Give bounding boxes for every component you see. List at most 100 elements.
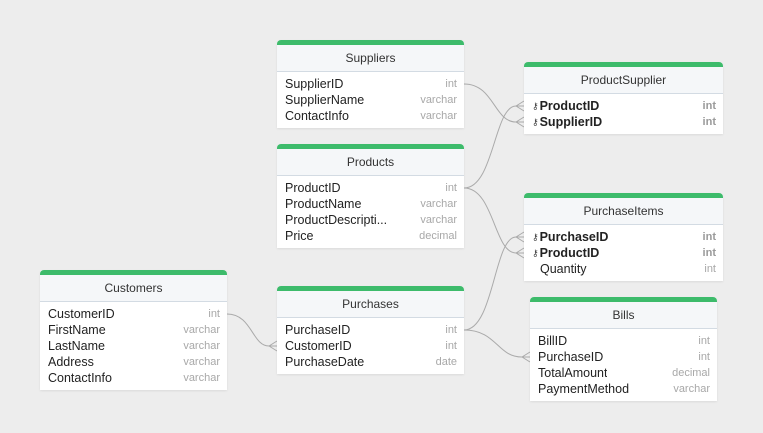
field-name-wrap: ⚷ProductID <box>532 98 599 114</box>
field-name-wrap: ProductDescripti... <box>285 212 387 228</box>
field-type: varchar <box>183 340 220 352</box>
field-type: varchar <box>420 198 457 210</box>
field-name: ProductID <box>539 99 600 113</box>
field-type: varchar <box>673 383 710 395</box>
field-type: int <box>445 324 457 336</box>
field-type: varchar <box>183 356 220 368</box>
field-row[interactable]: FirstName varchar <box>40 322 227 338</box>
field-name: ProductName <box>285 197 362 211</box>
table-title[interactable]: Products <box>277 149 464 176</box>
field-type: int <box>702 247 716 259</box>
field-row[interactable]: ⚷ProductID int <box>524 245 723 261</box>
field-name: ContactInfo <box>48 371 112 385</box>
field-name-wrap: BillID <box>538 333 567 349</box>
field-row[interactable]: Quantity int <box>524 261 723 277</box>
table-title[interactable]: ProductSupplier <box>524 67 723 94</box>
field-type: varchar <box>420 214 457 226</box>
field-name-wrap: PurchaseID <box>285 322 350 338</box>
field-name: Address <box>48 355 94 369</box>
field-name: ProductID <box>285 181 341 195</box>
relation-line[interactable] <box>226 313 270 347</box>
table-title[interactable]: Bills <box>530 302 717 329</box>
field-name: CustomerID <box>48 307 115 321</box>
field-name-wrap: Quantity <box>532 261 587 277</box>
table-title[interactable]: Suppliers <box>277 45 464 72</box>
field-type: varchar <box>183 372 220 384</box>
table-header-bar <box>524 62 723 67</box>
field-name-wrap: ⚷PurchaseID <box>532 229 608 245</box>
table-title[interactable]: Purchases <box>277 291 464 318</box>
field-name: FirstName <box>48 323 106 337</box>
field-row[interactable]: PurchaseID int <box>277 322 464 338</box>
field-name: ContactInfo <box>285 109 349 123</box>
field-name: Price <box>285 229 314 243</box>
field-name-wrap: ProductName <box>285 196 361 212</box>
field-name: BillID <box>538 334 568 348</box>
field-name-wrap: ProductID <box>285 180 341 196</box>
field-type: varchar <box>420 94 457 106</box>
field-name-wrap: Address <box>48 354 94 370</box>
field-name: PurchaseID <box>285 323 351 337</box>
field-name: CustomerID <box>285 339 352 353</box>
field-row[interactable]: ContactInfo varchar <box>277 108 464 124</box>
field-row[interactable]: ProductDescripti... varchar <box>277 212 464 228</box>
field-name-wrap: PaymentMethod <box>538 381 629 397</box>
relation-line[interactable] <box>463 187 517 254</box>
field-name-wrap: SupplierID <box>285 76 343 92</box>
field-name: TotalAmount <box>538 366 608 380</box>
crows-foot-marker <box>515 100 525 112</box>
field-type: varchar <box>183 324 220 336</box>
table-title[interactable]: Customers <box>40 275 227 302</box>
table-title[interactable]: PurchaseItems <box>524 198 723 225</box>
field-row[interactable]: LastName varchar <box>40 338 227 354</box>
relation-line[interactable] <box>463 105 517 189</box>
field-name: LastName <box>48 339 105 353</box>
relation-line[interactable] <box>463 236 517 331</box>
field-row[interactable]: ProductName varchar <box>277 196 464 212</box>
table-header-bar <box>530 297 717 302</box>
field-row[interactable]: Address varchar <box>40 354 227 370</box>
field-type: int <box>698 351 710 363</box>
field-name: ProductDescripti... <box>285 213 388 227</box>
crows-foot-marker <box>515 231 525 243</box>
field-type: varchar <box>420 110 457 122</box>
field-name: PurchaseID <box>539 230 609 244</box>
field-name-wrap: ⚷SupplierID <box>532 114 602 130</box>
field-name-wrap: CustomerID <box>48 306 115 322</box>
primary-key-icon: ⚷ <box>532 101 539 111</box>
crows-foot-marker <box>521 351 531 363</box>
field-type: int <box>704 263 716 275</box>
field-row[interactable]: ContactInfo varchar <box>40 370 227 386</box>
primary-key-icon: ⚷ <box>532 232 539 242</box>
field-name: Quantity <box>540 262 587 276</box>
field-row[interactable]: PaymentMethod varchar <box>530 381 717 397</box>
field-name-wrap: ⚷ProductID <box>532 245 599 261</box>
field-name-wrap: TotalAmount <box>538 365 607 381</box>
relation-line[interactable] <box>463 83 517 123</box>
relation-line[interactable] <box>463 329 523 358</box>
table-header-bar <box>40 270 227 275</box>
